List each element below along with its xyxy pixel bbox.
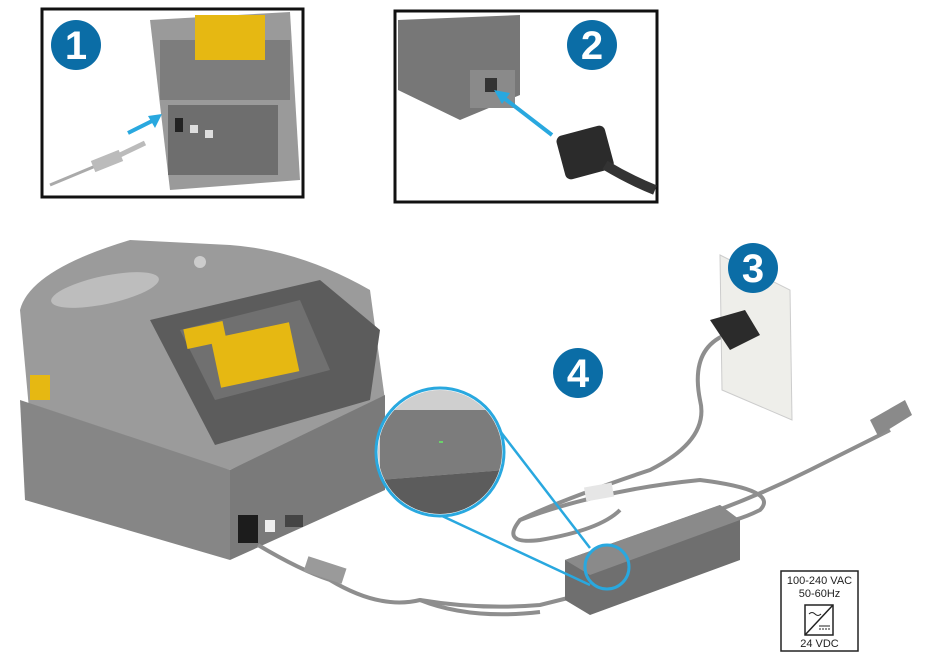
step-1-panel [40,7,305,199]
printer [20,240,385,560]
step-1-badge: 1 [51,20,101,70]
frequency-text: 50-60Hz [799,588,841,600]
ac-plug [870,400,912,436]
step-2-badge: 2 [567,20,617,70]
status-led-icon [439,441,443,443]
ferrite-core [303,556,347,584]
step-2-number: 2 [581,24,603,68]
power-supply [565,505,740,615]
step-4-number: 4 [567,352,590,396]
ac-dc-converter-icon [804,604,834,636]
step-1-number: 1 [65,24,87,68]
step-2-panel [393,9,659,204]
power-rating-label: 100-240 VAC 50-60Hz 24 VDC [780,570,859,652]
cable-tie [583,482,615,502]
wall-outlet [710,254,793,421]
step-3-number: 3 [742,247,764,291]
step-3-badge: 3 [728,243,778,293]
magnified-power-supply-led [374,386,591,587]
output-voltage-text: 24 VDC [800,638,839,650]
step-4-badge: 4 [553,348,603,398]
input-voltage-text: 100-240 VAC [787,575,852,587]
